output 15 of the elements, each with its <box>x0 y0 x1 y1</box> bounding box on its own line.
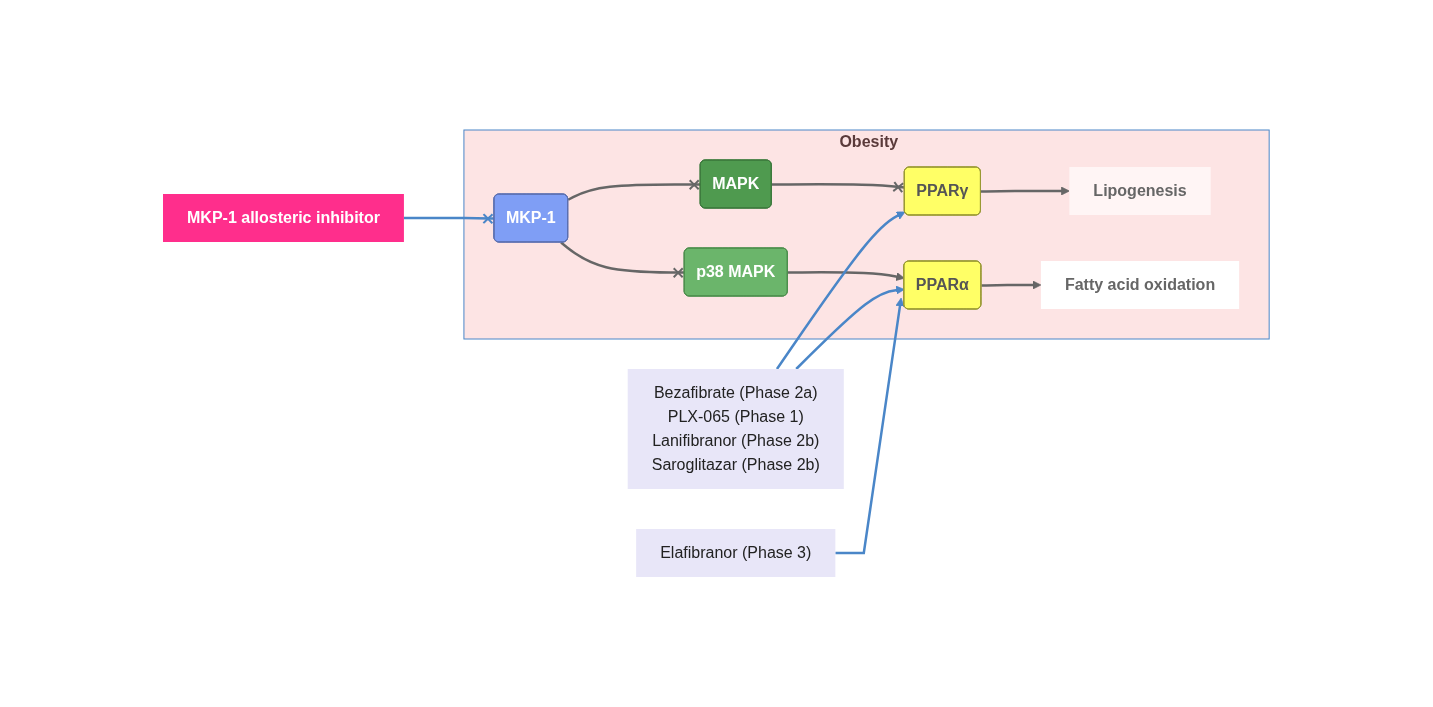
arrow <box>788 271 906 281</box>
node-box: Bezafibrate (Phase 2a) PLX-065 (Phase 1) Lanifibranor (Phase 2b) Saroglitazar (Phase 2b) <box>628 369 845 489</box>
node-box: Lipogenesis <box>1069 167 1212 215</box>
arrow <box>776 211 906 370</box>
connector <box>560 241 686 279</box>
arrow <box>835 297 905 555</box>
node-box: MKP-1 allosteric inhibitor <box>163 194 405 242</box>
arrow <box>981 186 1071 196</box>
node-box: Elafibranor (Phase 3) <box>636 529 836 577</box>
connector <box>568 179 702 201</box>
node-box: Fatty acid oxidation <box>1041 261 1240 309</box>
connector <box>772 181 906 194</box>
arrow <box>795 285 906 370</box>
arrow <box>981 280 1042 290</box>
connector <box>404 213 495 225</box>
